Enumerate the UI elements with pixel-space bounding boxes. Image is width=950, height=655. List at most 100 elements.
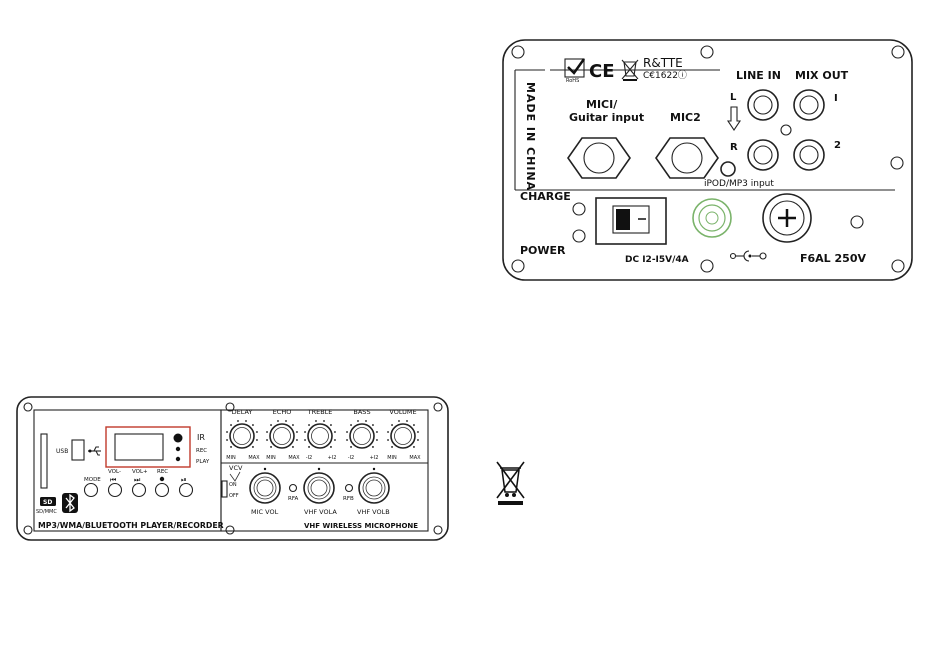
mic2-label: MIC2 xyxy=(670,111,701,124)
charge-led xyxy=(572,202,586,216)
mic2-jack[interactable] xyxy=(655,137,719,179)
mic-vol-label: MIC VOL xyxy=(251,508,279,516)
record-icon xyxy=(159,476,165,482)
vhf-vola-knob[interactable] xyxy=(303,467,335,504)
vhf-vola-label: VHF VOLA xyxy=(304,508,337,516)
rear-panel-outline xyxy=(502,39,913,281)
knob-min-label: -I2 xyxy=(348,455,354,461)
knob-min-label: MIN xyxy=(226,455,236,461)
knob-bass[interactable]: BASS -I2 +I2 xyxy=(346,408,378,461)
mic1-label: MICI/ xyxy=(586,98,618,111)
dc-polarity-icon xyxy=(729,250,767,262)
on-off-switch[interactable] xyxy=(221,480,228,498)
next-icon: ⏭ xyxy=(134,476,141,484)
ir-receiver xyxy=(173,433,183,443)
usb-icon xyxy=(88,446,101,456)
vol-plus-label: VOL+ xyxy=(132,469,148,475)
vol-minus-label: VOL- xyxy=(108,469,121,475)
rear-panel: MADE IN CHINA RoHS CE R&TTE C€1622ⓘ MICI… xyxy=(502,39,913,281)
screw-hole-right xyxy=(850,215,864,229)
record-button[interactable] xyxy=(154,482,170,498)
rec-led xyxy=(175,446,181,452)
rear-panel-screws xyxy=(511,45,905,273)
knob-max-label: +I2 xyxy=(328,455,337,461)
line-in-label: LINE IN xyxy=(736,69,781,82)
wireless-knob-row xyxy=(249,467,390,504)
usb-port[interactable] xyxy=(71,439,85,461)
rtte-mark: R&TTE xyxy=(643,56,683,70)
next-button[interactable] xyxy=(131,482,147,498)
prev-icon: ⏮ xyxy=(110,476,116,484)
knob-label: DELAY xyxy=(232,408,253,416)
wireless-caption: VHF WIRELESS MICROPHONE xyxy=(304,522,418,530)
knob-label: TREBLE xyxy=(307,408,333,416)
player-caption: MP3/WMA/BLUETOOTH PLAYER/RECORDER xyxy=(38,521,224,530)
tone-knob-row: DELAY MIN MAX ECHO MIN MAX TREBLE-I2+I2 BASS -I2… xyxy=(226,408,421,461)
mix-out-label: MIX OUT xyxy=(795,69,849,82)
front-panel-outline xyxy=(16,396,449,541)
vcv-waveform-icon xyxy=(229,471,241,482)
knob-max-label: +I2 xyxy=(370,455,379,461)
player-display xyxy=(114,433,164,461)
left-channel-label: L xyxy=(730,92,737,103)
rfb-label: RFB xyxy=(343,496,354,502)
ce-mark: CE xyxy=(589,61,615,82)
knob-label: ECHO xyxy=(273,408,292,416)
made-in-china-label: MADE IN CHINA xyxy=(524,82,537,191)
ir-label: IR xyxy=(197,433,205,442)
arrow-down-icon xyxy=(726,106,742,131)
weee-crossed-bin-icon xyxy=(496,461,525,505)
svg-text:RoHS: RoHS xyxy=(566,78,579,84)
sd-mmc-label: SD/MMC xyxy=(36,509,57,515)
line-in-left-jack[interactable] xyxy=(747,89,779,121)
knob-volume[interactable]: VOLUME MIN MAX xyxy=(387,408,421,461)
knob-label: VOLUME xyxy=(389,408,416,416)
prev-button[interactable] xyxy=(107,482,123,498)
vhf-volb-label: VHF VOLB xyxy=(357,508,390,516)
weee-bin-icon xyxy=(621,59,639,81)
mic-vol-knob[interactable] xyxy=(249,467,281,504)
player-display-frame xyxy=(105,426,191,468)
ipod-input-jack[interactable] xyxy=(720,161,736,177)
charge-label: CHARGE xyxy=(520,190,571,203)
play-led xyxy=(175,456,181,462)
front-panel: USB IR REC PLAY MODE VOL- VOL+ REC ⏮ ⏭ ⏯ xyxy=(16,396,449,541)
mix-out-1-jack[interactable] xyxy=(793,89,825,121)
power-switch[interactable] xyxy=(595,197,667,245)
center-hole xyxy=(780,124,792,136)
rec-button-label: REC xyxy=(157,469,168,475)
play-pause-icon: ⏯ xyxy=(181,476,187,484)
usb-label: USB xyxy=(56,448,68,455)
ce-1622-mark: C€1622ⓘ xyxy=(643,70,687,81)
fuse-rating-label: F6AL 250V xyxy=(800,252,866,265)
play-led-label: PLAY xyxy=(196,459,210,465)
knob-treble[interactable]: TREBLE-I2+I2 xyxy=(304,408,336,461)
mix-out-2-jack[interactable] xyxy=(793,139,825,171)
knob-max-label: MAX xyxy=(409,455,421,461)
sd-logo xyxy=(40,497,56,506)
play-pause-button[interactable] xyxy=(178,482,194,498)
knob-echo[interactable]: ECHO MIN MAX xyxy=(266,408,300,461)
knob-min-label: MIN xyxy=(266,455,276,461)
vhf-volb-knob[interactable] xyxy=(358,467,390,504)
rfa-label: RFA xyxy=(288,496,298,502)
rohs-icon: RoHS xyxy=(564,58,586,84)
mode-button[interactable] xyxy=(83,482,99,498)
power-label: POWER xyxy=(520,244,566,257)
dc-power-jack[interactable] xyxy=(692,198,732,238)
fuse-holder[interactable] xyxy=(762,193,812,243)
sd-card-slot[interactable] xyxy=(40,433,48,489)
knob-max-label: MAX xyxy=(288,455,300,461)
power-led xyxy=(572,229,586,243)
mode-label: MODE xyxy=(84,477,101,483)
off-label: OFF xyxy=(229,493,239,499)
knob-label: BASS xyxy=(353,408,370,416)
right-channel-label: R xyxy=(730,142,738,153)
mic1-sublabel: Guitar input xyxy=(569,111,644,124)
knob-min-label: MIN xyxy=(387,455,397,461)
mic1-jack[interactable] xyxy=(567,137,631,179)
line-in-right-jack[interactable] xyxy=(747,139,779,171)
vcv-label: VCV xyxy=(229,464,243,472)
